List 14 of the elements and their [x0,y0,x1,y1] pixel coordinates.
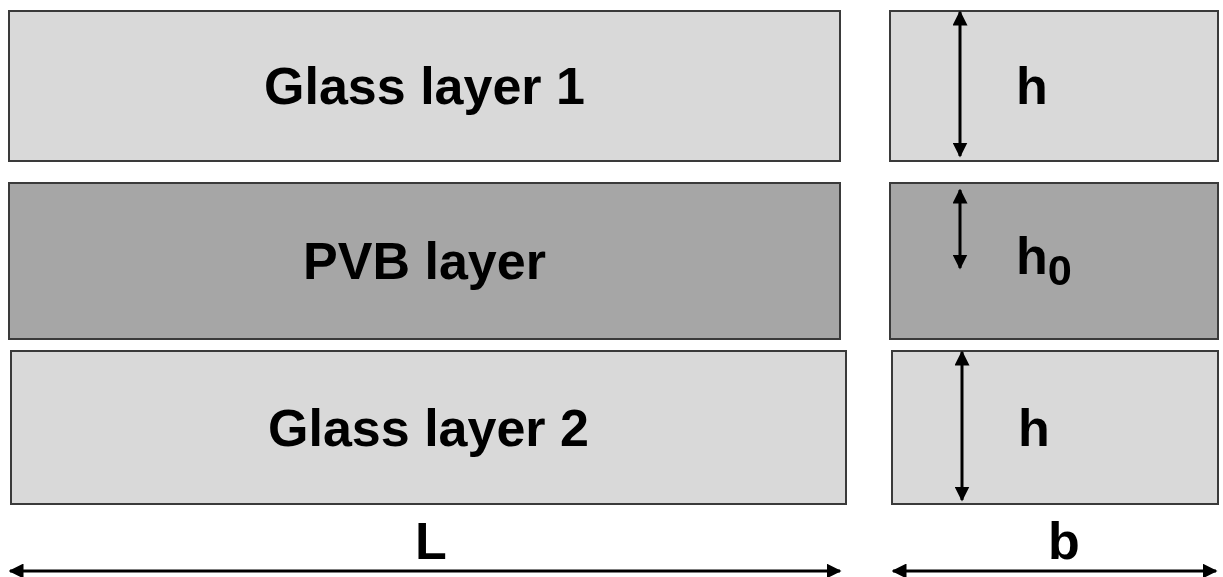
layer-label: Glass layer 2 [268,397,589,458]
dimension-label: L [415,515,447,567]
cross-section-box [889,182,1219,340]
thickness-label: h$_{0}$ [1016,226,1072,296]
thickness-label: h [1016,56,1048,116]
cross-section-box [891,350,1219,505]
interlayer [8,182,841,340]
glass-layer [10,350,847,505]
cross-section-box [889,10,1219,162]
layer-label: PVB layer [303,231,546,291]
layer-label: Glass layer 1 [264,56,585,116]
glass-layer [8,10,841,162]
dimension-label: b [1048,515,1080,567]
thickness-label: h [1018,397,1050,458]
